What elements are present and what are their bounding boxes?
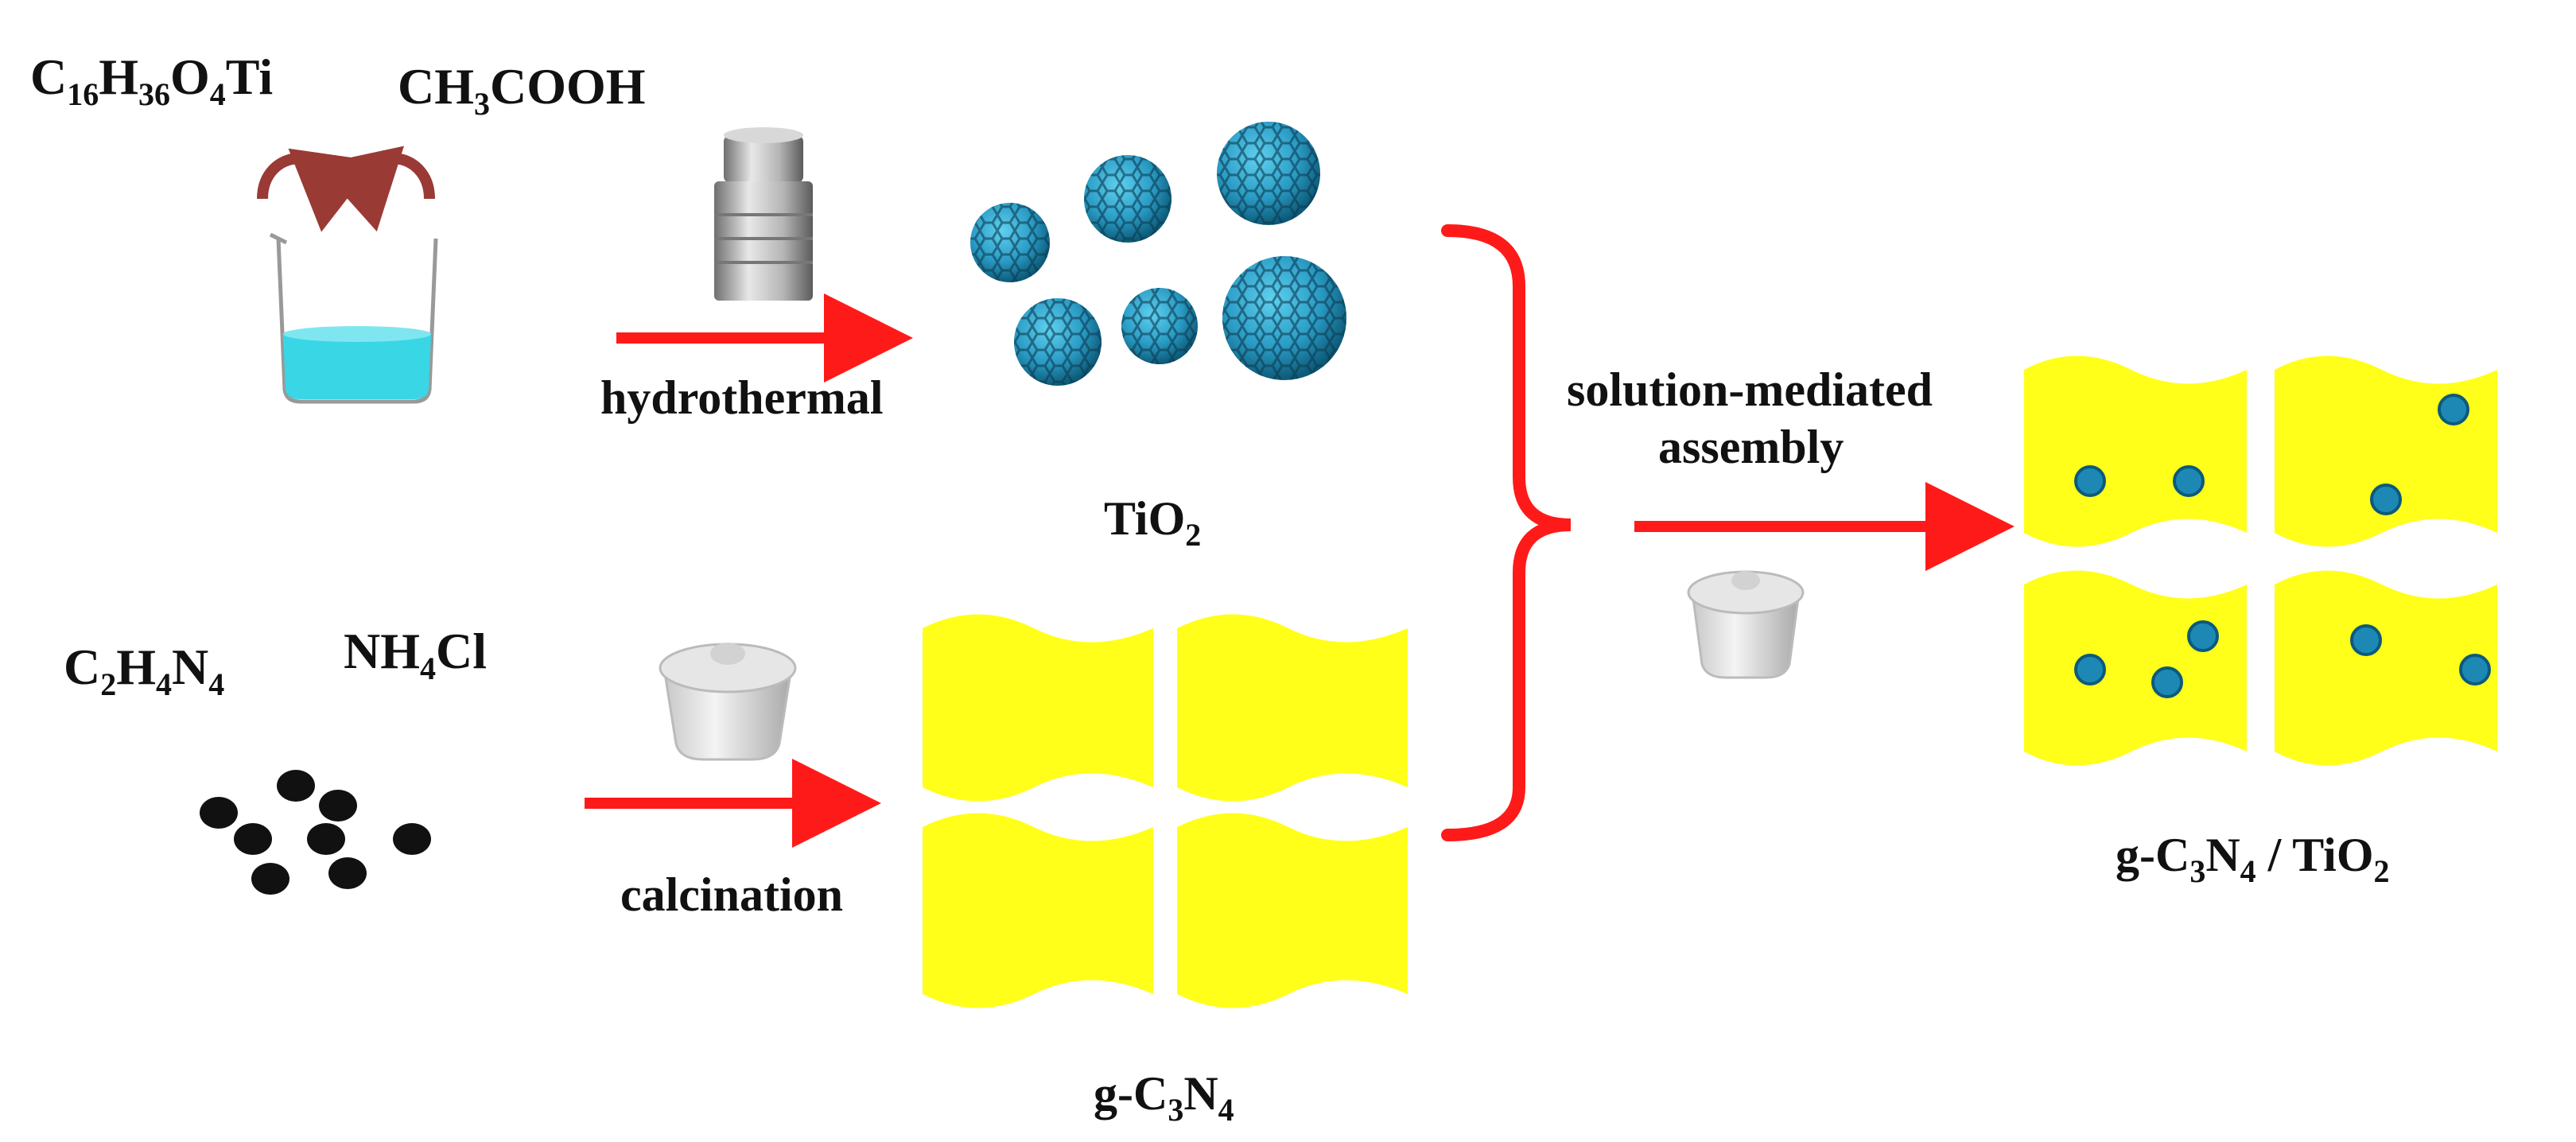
tio2-sphere-icon: [1222, 256, 1346, 380]
product-composite-label: g-C3N4 / TiO2: [2116, 829, 2390, 889]
step-assembly-label-line1: solution-mediated: [1567, 363, 1933, 416]
beaker-icon: [269, 232, 438, 404]
gc3n4-sheet-icon: [1177, 614, 1408, 802]
step-calcination-label: calcination: [620, 868, 843, 921]
tio2-dot: [2074, 654, 2106, 686]
gc3n4-sheet-icon: [923, 813, 1153, 1008]
precursor-acetic-acid: CH3COOH: [398, 58, 646, 122]
tio2-sphere-icon: [1084, 155, 1171, 243]
composite-sheets: [2024, 355, 2497, 766]
autoclave-icon: [714, 127, 813, 301]
step-hydrothermal-label: hydrothermal: [600, 371, 884, 424]
gc3n4-sheet-icon: [2024, 570, 2247, 766]
tio2-dot: [2074, 465, 2106, 497]
tio2-sphere-icon: [970, 203, 1050, 282]
gc3n4-sheet-icon: [2275, 355, 2497, 547]
precursor-titanium-butoxide: C16H36O4Ti: [30, 49, 273, 112]
tio2-dot: [2370, 484, 2402, 515]
tio2-dot: [2438, 394, 2469, 425]
curved-arrow-icon: [317, 146, 435, 232]
tio2-dot: [2350, 624, 2382, 656]
gc3n4-sheet-icon: [923, 614, 1153, 802]
precursor-ammonium-chloride: NH4Cl: [344, 623, 487, 686]
tio2-dot: [2187, 620, 2219, 652]
precursor-dicyandiamide: C2H4N4: [64, 639, 224, 702]
product-tio2-label: TiO2: [1104, 492, 1201, 553]
curved-arrow-icon: [257, 148, 377, 232]
gc3n4-sheet-icon: [2024, 355, 2247, 547]
tio2-sphere-icon: [1217, 122, 1320, 225]
tio2-sphere-icon: [1121, 288, 1198, 364]
crucible-icon: [659, 643, 797, 761]
tio2-dot: [2173, 465, 2205, 497]
brace-icon: [1441, 224, 1572, 841]
tio2-dot: [2459, 654, 2491, 686]
crucible-icon: [1687, 570, 1805, 679]
tio2-dot: [2151, 666, 2183, 698]
gc3n4-sheet-icon: [1177, 813, 1408, 1008]
gc3n4-sheet-icon: [2275, 570, 2497, 766]
step-assembly-label-line2: assembly: [1658, 421, 1844, 473]
product-gc3n4-label: g-C3N4: [1094, 1067, 1234, 1128]
tio2-spheres: [970, 122, 1346, 386]
precursor-particles: [200, 770, 431, 895]
gc3n4-sheets: [923, 614, 1408, 1008]
tio2-sphere-icon: [1014, 298, 1102, 386]
